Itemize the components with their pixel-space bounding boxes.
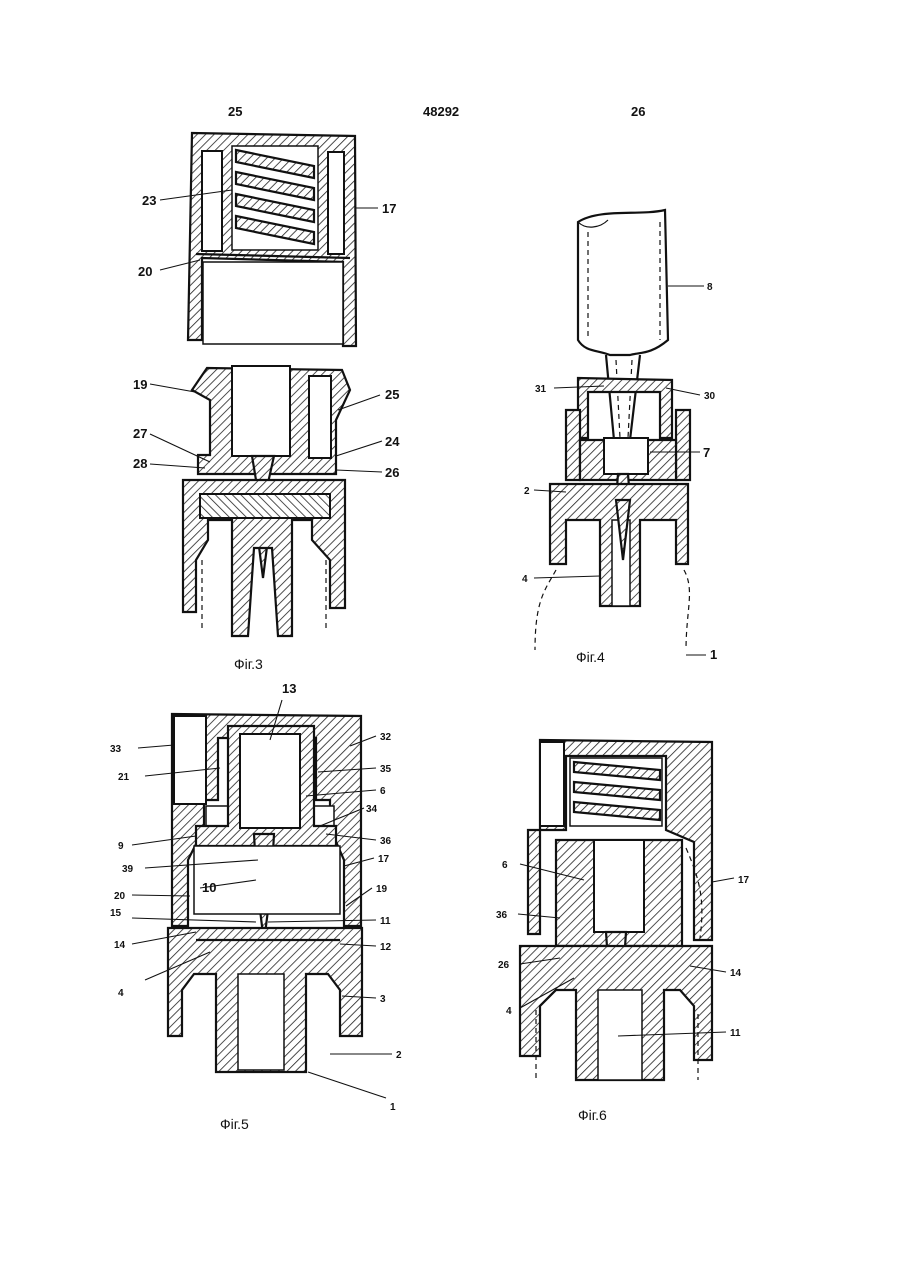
fig5-label-2: 2 <box>396 1050 402 1061</box>
fig5-label-6: 6 <box>380 786 386 797</box>
fig4-container <box>535 484 689 650</box>
fig5-label-15: 15 <box>110 908 122 919</box>
figure-4: 8 31 30 7 2 4 1 Фіг.4 <box>522 210 717 665</box>
fig4-label-8: 8 <box>707 282 713 293</box>
fig4-label-7: 7 <box>703 445 710 460</box>
fig5-caption: Фіг.5 <box>220 1116 249 1132</box>
fig6-label-14: 14 <box>730 968 742 979</box>
fig5-label-12: 12 <box>380 942 392 953</box>
fig5-label-35: 35 <box>380 764 392 775</box>
fig6-label-17: 17 <box>738 875 750 886</box>
fig5-label-9: 9 <box>118 841 124 852</box>
fig4-label-2: 2 <box>524 486 530 497</box>
fig6-label-4: 4 <box>506 1006 512 1017</box>
fig4-label-30: 30 <box>704 391 716 402</box>
fig5-container <box>168 928 362 1072</box>
fig3-label-28: 28 <box>133 456 147 471</box>
fig6-container <box>520 946 712 1080</box>
fig3-cap-part <box>188 133 356 346</box>
fig3-label-25: 25 <box>385 387 399 402</box>
fig5-label-21: 21 <box>118 772 130 783</box>
fig5-label-3: 3 <box>380 994 386 1005</box>
fig5-label-39: 39 <box>122 864 134 875</box>
figure-3: 23 17 20 19 25 27 24 28 26 Фіг.3 <box>133 133 400 672</box>
fig3-label-23: 23 <box>142 193 156 208</box>
fig3-label-27: 27 <box>133 426 147 441</box>
fig4-label-31: 31 <box>535 384 547 395</box>
fig5-label-13: 13 <box>282 681 296 696</box>
fig5-label-11: 11 <box>380 916 391 927</box>
figure-5: 13 33 32 21 35 6 34 9 36 39 17 10 20 19 … <box>110 681 402 1132</box>
fig3-label-20: 20 <box>138 264 152 279</box>
fig3-label-19: 19 <box>133 377 147 392</box>
fig5-label-14: 14 <box>114 940 126 951</box>
fig5-label-33: 33 <box>110 744 122 755</box>
fig6-label-11: 11 <box>730 1028 741 1039</box>
fig6-caption: Фіг.6 <box>578 1107 607 1123</box>
fig3-caption: Фіг.3 <box>234 656 263 672</box>
fig3-label-17: 17 <box>382 201 396 216</box>
figure-6: 6 17 36 26 14 4 11 Фіг.6 <box>496 740 750 1123</box>
fig6-label-26: 26 <box>498 960 510 971</box>
fig4-syringe <box>578 210 668 440</box>
fig5-label-17: 17 <box>378 854 390 865</box>
fig6-label-36: 36 <box>496 910 508 921</box>
fig5-label-34: 34 <box>366 804 378 815</box>
fig5-label-4: 4 <box>118 988 124 999</box>
fig5-label-32: 32 <box>380 732 392 743</box>
fig5-label-10: 10 <box>202 880 216 895</box>
fig5-label-1: 1 <box>390 1102 396 1113</box>
fig3-label-26: 26 <box>385 465 399 480</box>
fig4-label-4: 4 <box>522 574 528 585</box>
fig4-caption: Фіг.4 <box>576 649 605 665</box>
fig4-label-1: 1 <box>710 647 717 662</box>
fig6-label-6: 6 <box>502 860 508 871</box>
fig4-adapter <box>566 378 690 500</box>
fig5-label-36: 36 <box>380 836 392 847</box>
fig5-label-20: 20 <box>114 891 126 902</box>
fig3-label-24: 24 <box>385 434 400 449</box>
fig5-label-19: 19 <box>376 884 388 895</box>
